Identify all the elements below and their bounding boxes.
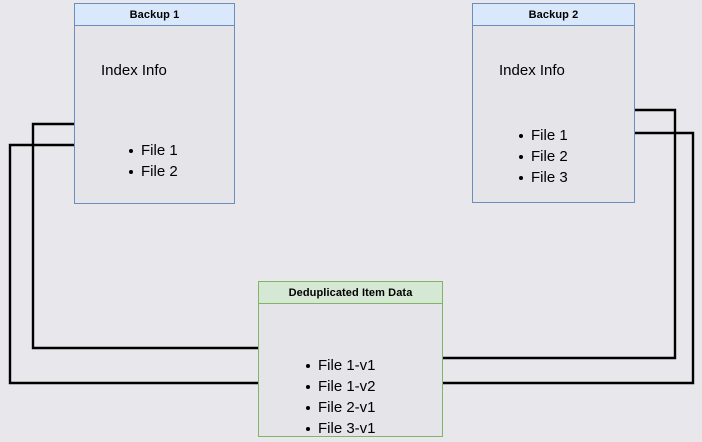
backup2-box: Backup 2 Index Info File 1 File 2 File 3 bbox=[472, 3, 635, 203]
list-item: File 2 bbox=[127, 161, 178, 182]
dedup-body: File 1-v1 File 1-v2 File 2-v1 File 3-v1 bbox=[259, 304, 442, 437]
list-item: File 2-v1 bbox=[304, 397, 376, 418]
list-item: File 2 bbox=[517, 146, 568, 167]
backup1-box: Backup 1 Index Info File 1 File 2 bbox=[74, 3, 235, 204]
dedup-title: Deduplicated Item Data bbox=[259, 282, 442, 304]
list-item: File 1-v2 bbox=[304, 376, 376, 397]
backup1-index-info-label: Index Info bbox=[101, 62, 167, 79]
deduplicated-item-data-box: Deduplicated Item Data File 1-v1 File 1-… bbox=[258, 281, 443, 437]
list-item: File 3 bbox=[517, 167, 568, 188]
backup1-file-list: File 1 File 2 bbox=[127, 140, 178, 182]
list-item: File 1 bbox=[127, 140, 178, 161]
backup2-index-info-label: Index Info bbox=[499, 62, 565, 79]
backup2-title: Backup 2 bbox=[473, 4, 634, 26]
backup1-title: Backup 1 bbox=[75, 4, 234, 26]
backup2-file-list: File 1 File 2 File 3 bbox=[517, 125, 568, 188]
list-item: File 3-v1 bbox=[304, 418, 376, 439]
backup1-body: Index Info File 1 File 2 bbox=[75, 26, 234, 202]
backup2-body: Index Info File 1 File 2 File 3 bbox=[473, 26, 634, 201]
list-item: File 1-v1 bbox=[304, 355, 376, 376]
list-item: File 1 bbox=[517, 125, 568, 146]
dedup-file-list: File 1-v1 File 1-v2 File 2-v1 File 3-v1 bbox=[304, 355, 376, 439]
